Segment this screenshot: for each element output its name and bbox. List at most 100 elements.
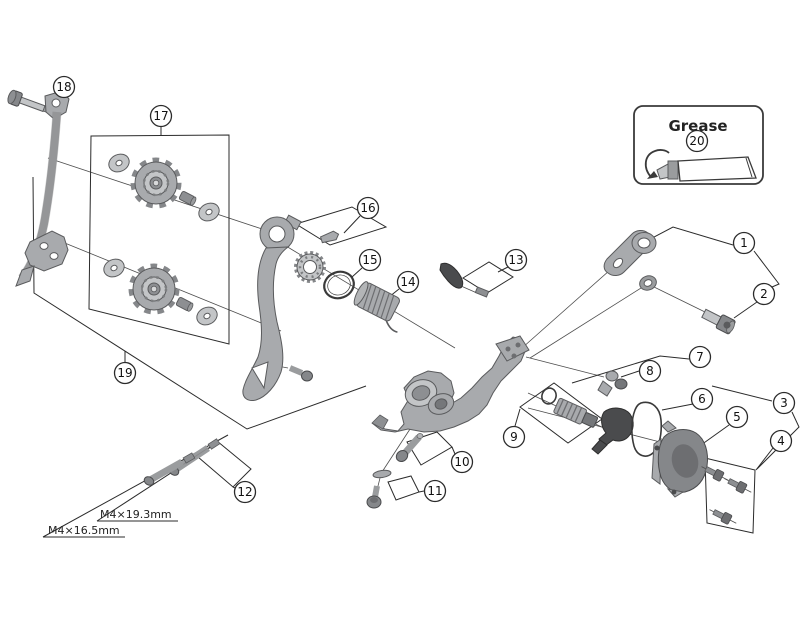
callout-circle-14 xyxy=(396,270,420,294)
callout-circle-4 xyxy=(769,429,793,453)
callout-number-11: 11 xyxy=(427,484,442,498)
leader-10 xyxy=(451,446,456,455)
callout-number-1: 1 xyxy=(740,236,748,250)
box-11 xyxy=(387,475,420,501)
callout-circle-17 xyxy=(149,104,173,128)
leader-15 xyxy=(351,267,363,278)
leader-13 xyxy=(497,266,509,273)
leader-4 xyxy=(755,447,774,471)
callout-circle-8 xyxy=(638,359,662,383)
callout-circle-12 xyxy=(233,480,257,504)
callout-number-3: 3 xyxy=(780,396,788,410)
part-15-o-ring xyxy=(323,270,355,300)
callout-3: 3 xyxy=(772,391,796,415)
box-10 xyxy=(406,431,453,466)
callout-circle-13 xyxy=(504,248,528,272)
callout-number-17: 17 xyxy=(153,109,168,123)
callout-number-2: 2 xyxy=(760,287,768,301)
callout-circle-9 xyxy=(502,425,526,449)
callout-10: 10 xyxy=(450,450,474,474)
callout-circle-18 xyxy=(52,75,76,99)
part-14-cage-spring xyxy=(353,281,400,333)
callout-8: 8 xyxy=(638,359,662,383)
part-9-barrel-adjuster xyxy=(541,387,599,428)
box-13 xyxy=(462,261,514,294)
callout-12: 12 xyxy=(233,480,257,504)
part-12-bolts xyxy=(143,438,221,486)
callout-16: 16 xyxy=(356,196,380,220)
callout-number-13: 13 xyxy=(508,253,523,267)
callout-number-10: 10 xyxy=(454,455,469,469)
leader-3b xyxy=(756,411,800,470)
callout-20: 20 xyxy=(685,129,709,153)
part-2-bracket-bolt xyxy=(701,308,736,335)
callout-5: 5 xyxy=(725,405,749,429)
part-18-inner-plate xyxy=(15,90,70,287)
label-bolt-short: M4×16.5mm xyxy=(48,524,120,537)
leader-8 xyxy=(620,370,640,378)
callout-6: 6 xyxy=(690,387,714,411)
leader-16 xyxy=(343,215,361,234)
dimension-labels: M4×19.3mm M4×16.5mm xyxy=(48,508,172,537)
callout-15: 15 xyxy=(358,248,382,272)
box-16 xyxy=(294,206,388,246)
callout-number-8: 8 xyxy=(646,364,654,378)
part-main-body xyxy=(371,335,530,433)
part-16-cap xyxy=(319,230,340,244)
box-19 xyxy=(32,176,367,430)
callout-number-14: 14 xyxy=(400,275,415,289)
box-4 xyxy=(704,457,756,534)
callout-circle-7 xyxy=(688,345,712,369)
plate-bolt xyxy=(7,89,53,115)
callout-11: 11 xyxy=(423,479,447,503)
callout-number-6: 6 xyxy=(698,392,706,406)
callout-circle-3 xyxy=(772,391,796,415)
callout-circle-15 xyxy=(358,248,382,272)
part-6-gasket xyxy=(631,401,663,457)
callout-number-15: 15 xyxy=(362,253,377,267)
callout-number-18: 18 xyxy=(56,80,71,94)
leader-6 xyxy=(661,403,694,411)
part-19-outer-plate xyxy=(242,214,313,401)
callout-number-19: 19 xyxy=(117,366,132,380)
callout-circle-2 xyxy=(752,282,776,306)
callout-19: 19 xyxy=(113,361,137,385)
callout-number-12: 12 xyxy=(237,485,252,499)
callout-13: 13 xyxy=(504,248,528,272)
part-4-screws xyxy=(698,461,754,529)
callout-circle-11 xyxy=(423,479,447,503)
callout-7: 7 xyxy=(688,345,712,369)
callout-circle-20 xyxy=(685,129,709,153)
part-10-bolt xyxy=(395,433,424,463)
label-bolt-long: M4×19.3mm xyxy=(100,508,172,521)
callout-1: 1 xyxy=(732,231,756,255)
bracket-7 xyxy=(571,355,690,384)
callout-number-7: 7 xyxy=(696,350,704,364)
callout-circle-16 xyxy=(356,196,380,220)
leader-3a xyxy=(711,385,773,402)
part-13-cable xyxy=(439,262,490,298)
callout-2: 2 xyxy=(752,282,776,306)
box-17 xyxy=(88,134,230,345)
callout-number-16: 16 xyxy=(360,201,375,215)
callout-number-5: 5 xyxy=(733,410,741,424)
leader-5 xyxy=(700,424,730,446)
callout-17: 17 xyxy=(149,104,173,128)
callout-14: 14 xyxy=(396,270,420,294)
part-7-cable-cover xyxy=(591,407,634,455)
leader-9 xyxy=(514,408,521,427)
callout-18: 18 xyxy=(52,75,76,99)
leader-2 xyxy=(733,301,758,319)
callout-4: 4 xyxy=(769,429,793,453)
grease-label: Grease xyxy=(668,117,727,135)
parts-layer: Grease xyxy=(7,89,764,529)
leader-11 xyxy=(418,490,425,493)
callout-circle-6 xyxy=(690,387,714,411)
callout-number-4: 4 xyxy=(777,434,785,448)
part-5-cover xyxy=(651,420,708,498)
bracket-1b xyxy=(753,250,780,288)
callout-number-20: 20 xyxy=(689,134,704,148)
